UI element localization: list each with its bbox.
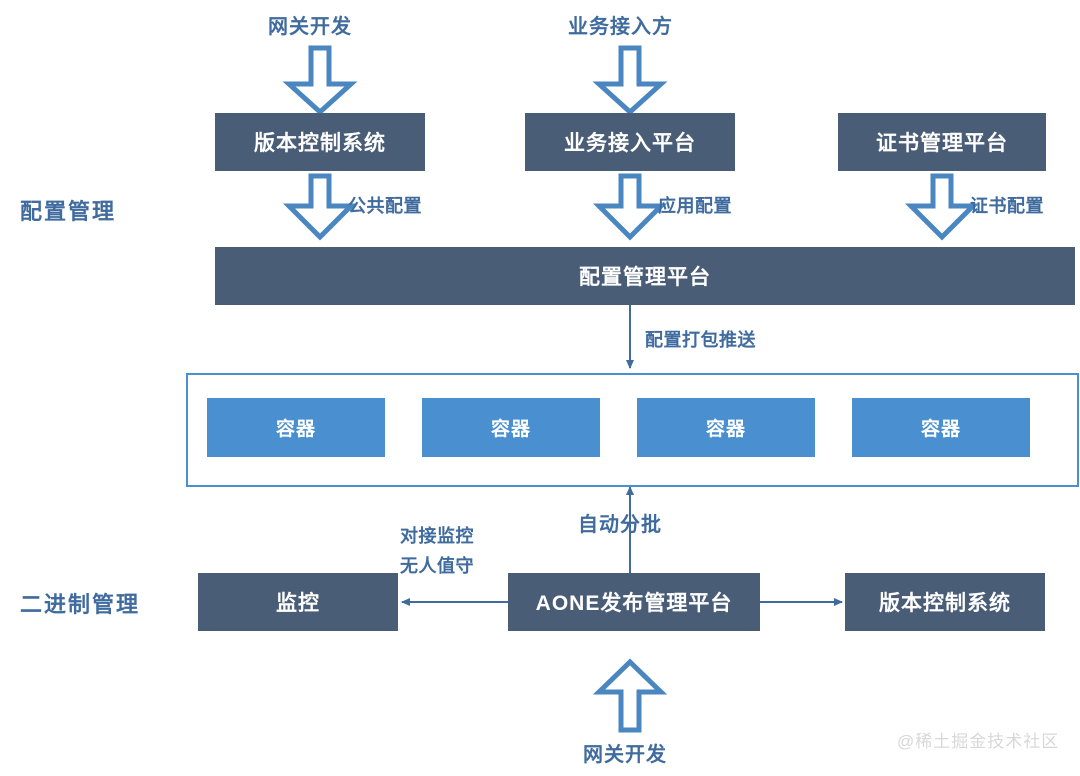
hollow-arrow-down-icon-2 [592, 45, 668, 116]
label-config-package-push: 配置打包推送 [645, 330, 756, 350]
watermark-text: @稀土掘金技术社区 [897, 732, 1060, 751]
label-unattended: 无人值守 [400, 556, 474, 576]
box-aone-release-platform[interactable]: AONE发布管理平台 [508, 573, 760, 631]
box-container-3[interactable]: 容器 [637, 398, 815, 457]
box-certificate-management-platform[interactable]: 证书管理平台 [838, 113, 1046, 171]
box-container-1[interactable]: 容器 [207, 398, 385, 457]
box-container-4[interactable]: 容器 [852, 398, 1030, 457]
section-title-config-management: 配置管理 [20, 199, 117, 224]
box-config-management-platform[interactable]: 配置管理平台 [215, 247, 1075, 305]
label-gateway-dev-top: 网关开发 [268, 16, 352, 38]
label-auto-batch: 自动分批 [578, 514, 662, 536]
box-version-control-system[interactable]: 版本控制系统 [215, 113, 425, 171]
label-cert-config: 证书配置 [970, 196, 1044, 216]
box-business-access-platform[interactable]: 业务接入平台 [525, 113, 735, 171]
hollow-arrow-down-icon-3 [282, 173, 358, 241]
label-app-config: 应用配置 [658, 196, 732, 216]
hollow-arrow-down-icon-1 [282, 45, 358, 116]
box-monitoring[interactable]: 监控 [198, 573, 398, 631]
box-version-control-system-bottom[interactable]: 版本控制系统 [845, 573, 1045, 631]
hollow-arrow-down-icon-5 [904, 173, 980, 241]
label-gateway-dev-bottom: 网关开发 [583, 744, 667, 766]
hollow-arrow-down-icon-4 [592, 173, 668, 241]
label-business-party: 业务接入方 [568, 16, 673, 38]
box-container-2[interactable]: 容器 [422, 398, 600, 457]
section-title-binary-management: 二进制管理 [20, 592, 141, 617]
hollow-arrow-up-icon-1 [592, 658, 668, 733]
label-monitor-integration: 对接监控 [400, 526, 474, 546]
label-public-config: 公共配置 [348, 196, 422, 216]
